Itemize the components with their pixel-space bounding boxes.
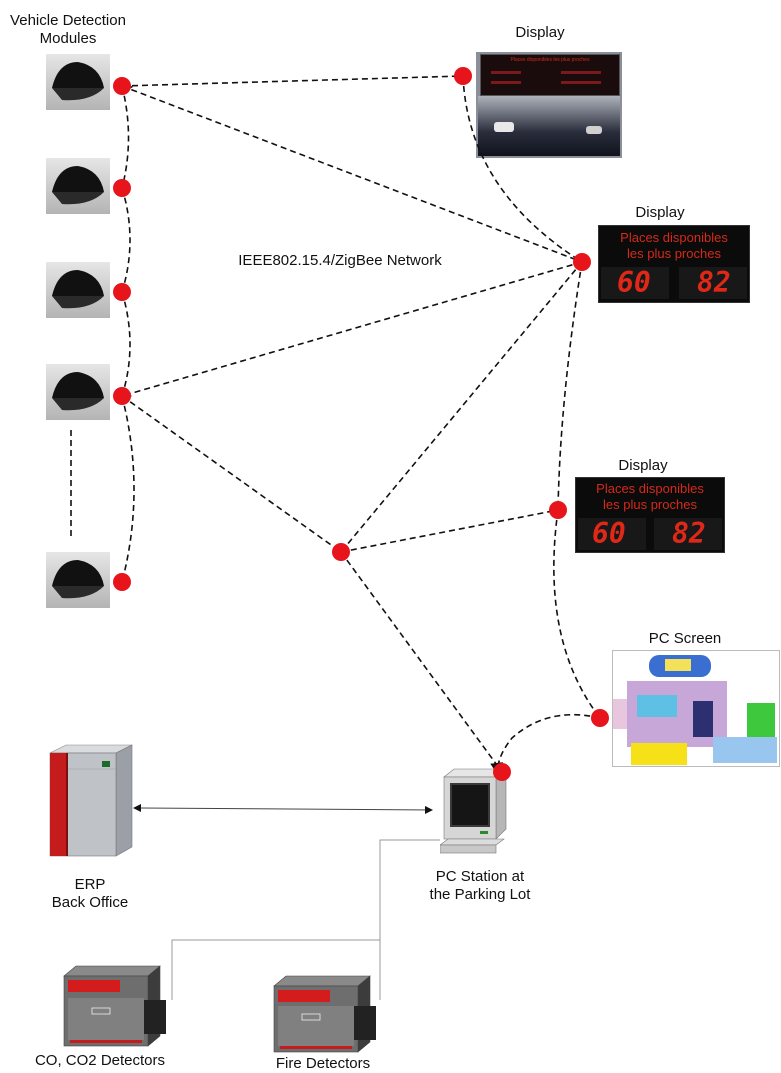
vehicle-sensor-icon: [46, 54, 110, 110]
display-1-text: Places disponibles les plus proches: [510, 57, 590, 63]
fire-detector-icon: [273, 975, 376, 1053]
erp-pc-link: [133, 804, 433, 814]
pc-station-label: PC Station at the Parking Lot: [429, 868, 531, 903]
pc-station-icon: [439, 767, 510, 855]
co-detectors-label: CO, CO2 Detectors: [34, 1052, 166, 1069]
display-3-label: Display: [618, 457, 668, 474]
display-3-right-number: 82: [672, 517, 706, 550]
vehicle-sensor-icon: [46, 552, 110, 608]
detector-wiring: [171, 839, 440, 1000]
network-label: IEEE802.15.4/ZigBee Network: [238, 252, 442, 269]
zigbee-nodes: [113, 67, 609, 781]
display-2-line1: Places disponibles: [620, 230, 728, 245]
co-detector-icon: [63, 965, 166, 1047]
display-3-line2: les plus proches: [603, 497, 697, 512]
pc-screen-floorplan: [612, 650, 780, 767]
erp-server-icon: [44, 743, 134, 858]
display-2-panel: Places disponibles les plus proches 60 8…: [598, 225, 750, 303]
display-2-label: Display: [635, 204, 685, 221]
zigbee-links: [121, 75, 601, 776]
pc-screen-label: PC Screen: [648, 630, 722, 647]
display-3-panel: Places disponibles les plus proches 60 8…: [575, 477, 725, 553]
display-2-left-number: 60: [617, 266, 651, 299]
display-2-right-number: 82: [697, 266, 731, 299]
display-1-photo: Places disponibles les plus proches: [476, 52, 622, 158]
display-2-line2: les plus proches: [627, 246, 721, 261]
vehicle-modules-label: Vehicle Detection Modules: [10, 12, 126, 47]
vehicle-sensor-icon: [46, 262, 110, 318]
display-3-left-number: 60: [592, 517, 626, 550]
display-1-label: Display: [515, 24, 565, 41]
fire-detectors-label: Fire Detectors: [275, 1055, 371, 1072]
vehicle-sensor-icon: [46, 158, 110, 214]
display-3-line1: Places disponibles: [596, 481, 704, 496]
erp-label: ERP Back Office: [51, 876, 129, 911]
vehicle-sensor-icon: [46, 364, 110, 420]
